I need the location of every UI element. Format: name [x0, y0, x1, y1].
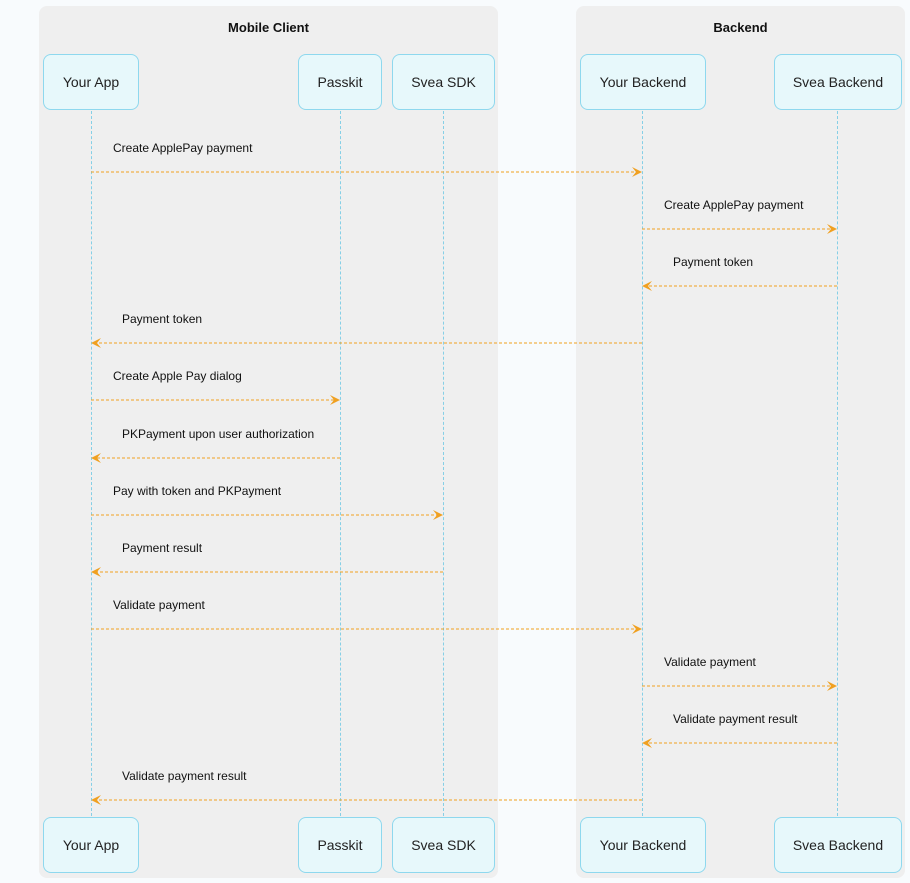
message-label: Create Apple Pay dialog [113, 369, 242, 383]
group-title: Backend [713, 20, 768, 35]
arrowhead-icon [642, 738, 652, 748]
participant-label: Your App [62, 837, 120, 853]
participant-label: Svea SDK [411, 74, 476, 90]
arrowhead-icon [827, 224, 837, 234]
lifeline-your-app [91, 111, 92, 816]
arrowhead-icon [330, 395, 340, 405]
participant-label: Svea Backend [792, 74, 884, 90]
message-label: Payment token [673, 255, 754, 269]
participant-label: Your App [62, 74, 120, 90]
participant-label: Svea Backend [792, 837, 884, 853]
arrowhead-icon [433, 510, 443, 520]
participant-your-backend-bottom: Your Backend [580, 817, 706, 873]
participant-label: Passkit [317, 74, 363, 90]
message-label: Validate payment [113, 598, 205, 612]
participant-passkit-top: Passkit [298, 54, 382, 110]
message-label: Validate payment result [673, 712, 798, 726]
participant-your-backend-top: Your Backend [580, 54, 706, 110]
message-label: Create ApplePay payment [664, 198, 804, 212]
message-label: Create ApplePay payment [113, 141, 253, 155]
participant-svea-backend-bottom: Svea Backend [774, 817, 902, 873]
participant-label: Your Backend [599, 837, 687, 853]
arrowhead-icon [642, 281, 652, 291]
group-mobile-client: Mobile Client [39, 6, 498, 878]
arrowhead-icon [91, 795, 101, 805]
lifeline-svea-sdk [443, 111, 444, 816]
message-label: Pay with token and PKPayment [113, 484, 282, 498]
lifeline-your-backend [642, 111, 643, 816]
arrowhead-icon [827, 681, 837, 691]
message-label: PKPayment upon user authorization [122, 427, 315, 441]
arrowhead-icon [632, 167, 642, 177]
group-backend: Backend [576, 6, 905, 878]
message-label: Payment token [122, 312, 203, 326]
participant-passkit-bottom: Passkit [298, 817, 382, 873]
participant-your-app-bottom: Your App [43, 817, 139, 873]
arrowhead-icon [91, 338, 101, 348]
message-label: Validate payment [664, 655, 756, 669]
message-label: Validate payment result [122, 769, 247, 783]
arrowhead-icon [632, 624, 642, 634]
arrowhead-icon [91, 567, 101, 577]
group-title: Mobile Client [228, 20, 309, 35]
arrowhead-icon [91, 453, 101, 463]
participant-your-app-top: Your App [43, 54, 139, 110]
participant-svea-backend-top: Svea Backend [774, 54, 902, 110]
lifeline-passkit [340, 111, 341, 816]
participant-label: Svea SDK [411, 837, 476, 853]
participant-svea-sdk-bottom: Svea SDK [392, 817, 495, 873]
participant-svea-sdk-top: Svea SDK [392, 54, 495, 110]
message-label: Payment result [122, 541, 203, 555]
participant-label: Passkit [317, 837, 363, 853]
participant-label: Your Backend [599, 74, 687, 90]
lifeline-svea-backend [837, 111, 838, 816]
